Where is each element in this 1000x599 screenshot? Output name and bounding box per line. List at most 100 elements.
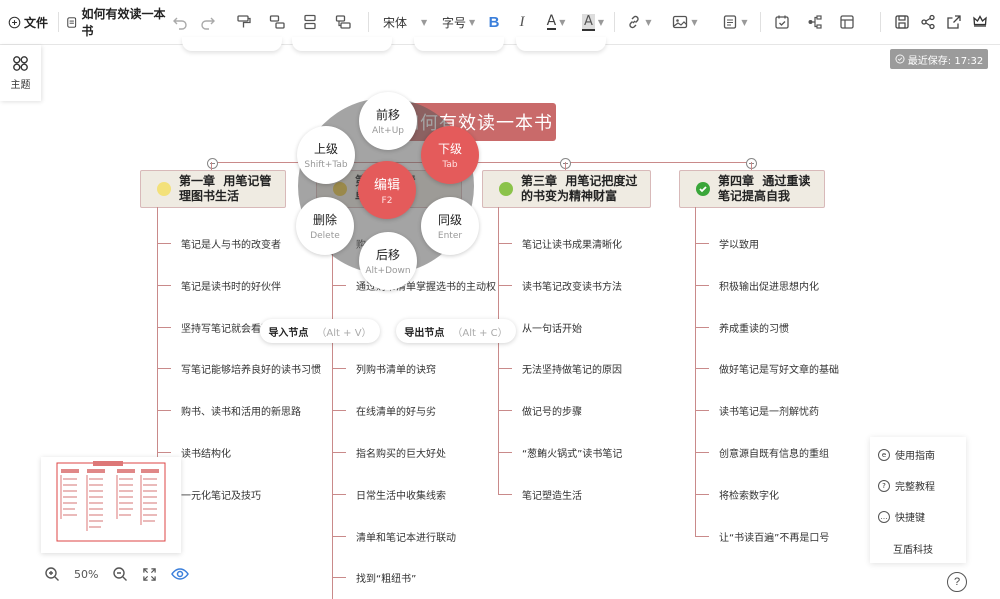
last-save-badge: 最近保存: 17:32 <box>890 49 988 69</box>
file-menu[interactable]: 文件 <box>6 11 50 33</box>
subtopic-item[interactable]: 坚持写笔记就会看到 <box>181 324 271 335</box>
subtopic-item[interactable]: 一元化笔记及技巧 <box>181 491 261 502</box>
subtopic-item[interactable]: 读书笔记是一剂解忧药 <box>719 407 819 418</box>
link-button[interactable]: ▼ <box>624 11 654 33</box>
zoom-in-icon[interactable] <box>44 566 60 582</box>
note-icon <box>724 15 737 29</box>
subtopic-item[interactable]: 读书笔记改变读书方法 <box>522 282 622 293</box>
scrolled-topic-stub <box>182 37 282 51</box>
save-button[interactable] <box>893 11 911 33</box>
font-family-select[interactable]: 宋体▼ <box>383 15 428 30</box>
scrolled-topic-stub <box>292 37 392 51</box>
subtopic-item[interactable]: 读书结构化 <box>181 449 231 460</box>
theme-label: 主题 <box>10 80 31 91</box>
tutorial-link[interactable]: ?完整教程 <box>878 478 935 493</box>
zoom-out-icon[interactable] <box>112 566 128 582</box>
theme-panel[interactable]: 主题 <box>0 45 41 101</box>
subtopic-item[interactable]: 做好笔记是写好文章的基础 <box>719 365 839 376</box>
subtopic-item[interactable]: 通过购书清单掌握选书的主动权 <box>356 282 496 293</box>
font-size-select[interactable]: 字号▼ <box>442 15 476 30</box>
subtopic-item[interactable]: 笔记是读书时的好伙伴 <box>181 282 281 293</box>
minimap-preview <box>56 461 166 542</box>
subtopic-item[interactable]: 指名购买的巨大好处 <box>356 449 446 460</box>
image-button[interactable]: ▼ <box>670 11 700 33</box>
chapter-topic[interactable]: 第一章 用笔记管 理图书生活 <box>140 170 286 208</box>
insert-sibling-button[interactable] <box>301 11 319 33</box>
subtopic-item[interactable]: 清单和笔记本进行联动 <box>356 533 456 544</box>
chapter-title: 第一章 用笔记管 理图书生活 <box>179 174 272 203</box>
export-button[interactable] <box>945 11 963 33</box>
chapter-topic[interactable]: 第三章 用笔记把度过 的书变为精神财富 <box>482 170 651 208</box>
guide-icon: e <box>878 448 890 461</box>
chat-icon: … <box>878 510 890 523</box>
scrolled-topic-stub <box>516 37 606 51</box>
image-icon <box>673 15 688 29</box>
help-icon[interactable]: ? <box>947 572 967 592</box>
subtopic-item[interactable]: 写笔记能够培养良好的读书习惯 <box>181 365 321 376</box>
export-node-button[interactable]: 导出节点（Alt + C） <box>396 319 516 343</box>
subtopic-item[interactable]: 笔记让读书成果清晰化 <box>522 240 622 251</box>
subtopic-item[interactable]: 笔记塑造生活 <box>522 491 582 502</box>
subtopic-item[interactable]: 养成重读的习惯 <box>719 324 789 335</box>
font-color-button[interactable]: A▼ <box>546 13 566 30</box>
subtopic-item[interactable]: 购书、读书和活用的新思路 <box>181 407 301 418</box>
crown-icon <box>973 15 987 27</box>
subtopic-item[interactable]: 创意源自既有信息的重组 <box>719 449 829 460</box>
bold-button[interactable]: B <box>488 13 500 31</box>
parent-topic-icon <box>335 15 351 29</box>
external-link-icon <box>947 15 961 29</box>
fit-screen-icon[interactable] <box>142 567 157 582</box>
layout-button[interactable] <box>838 11 856 33</box>
shortcuts-link[interactable]: …快捷键 <box>878 509 925 524</box>
preview-eye-icon[interactable] <box>171 566 190 582</box>
structure-button[interactable] <box>806 11 824 33</box>
calendar-check-icon <box>775 15 789 29</box>
subtopic-item[interactable]: 积极输出促进思想内化 <box>719 282 819 293</box>
vip-button[interactable] <box>970 11 990 33</box>
subtopic-item[interactable]: 无法坚持做笔记的原因 <box>522 365 622 376</box>
subtopic-item[interactable]: 找到“粗纽书” <box>356 574 417 585</box>
company-label[interactable]: 互盾科技 <box>893 545 933 556</box>
insert-child-button[interactable] <box>268 11 286 33</box>
subtopic-item[interactable]: “葱鲔火锅式”读书笔记 <box>522 449 623 460</box>
progress-icon <box>499 182 513 196</box>
theme-icon <box>13 56 28 71</box>
share-button[interactable] <box>919 11 937 33</box>
note-button[interactable]: ▼ <box>720 11 750 33</box>
subtopic-item[interactable]: 做记号的步骤 <box>522 407 582 418</box>
import-node-button[interactable]: 导入节点（Alt + V） <box>260 319 380 343</box>
subtopic-item[interactable]: 笔记是人与书的改变者 <box>181 240 281 251</box>
highlight-color-button[interactable]: A▼ <box>581 13 605 31</box>
chapter-title: 第四章 通过重读 笔记提高自我 <box>718 174 811 203</box>
plus-circle-icon <box>8 16 21 28</box>
subtopic-item[interactable]: 让“书读百遍”不再是口号 <box>719 533 830 544</box>
doc-title[interactable]: 如何有效读一本书 <box>66 7 166 38</box>
undo-button[interactable] <box>171 11 189 33</box>
italic-button[interactable]: I <box>519 13 525 30</box>
chapter-topic[interactable]: 第四章 通过重读 笔记提高自我 <box>679 170 825 208</box>
document-icon <box>67 16 77 28</box>
subtopic-item[interactable]: 在线清单的好与劣 <box>356 407 436 418</box>
task-button[interactable] <box>773 11 791 33</box>
redo-button[interactable] <box>199 11 217 33</box>
insert-parent-button[interactable] <box>334 11 352 33</box>
collapse-toggle[interactable] <box>207 158 218 169</box>
question-icon: ? <box>878 479 890 492</box>
file-label: 文件 <box>23 15 48 30</box>
subtopic-item[interactable]: 列购书清单的诀窍 <box>356 365 436 376</box>
subtopic-item[interactable]: 将检索数字化 <box>719 491 779 502</box>
minimap[interactable] <box>41 457 181 553</box>
format-painter-button[interactable] <box>235 11 253 33</box>
subtopic-item[interactable]: 学以致用 <box>719 240 759 251</box>
subtopic-item[interactable]: 日常生活中收集线索 <box>356 491 446 502</box>
subtopic-item[interactable]: 从一句话开始 <box>522 324 582 335</box>
